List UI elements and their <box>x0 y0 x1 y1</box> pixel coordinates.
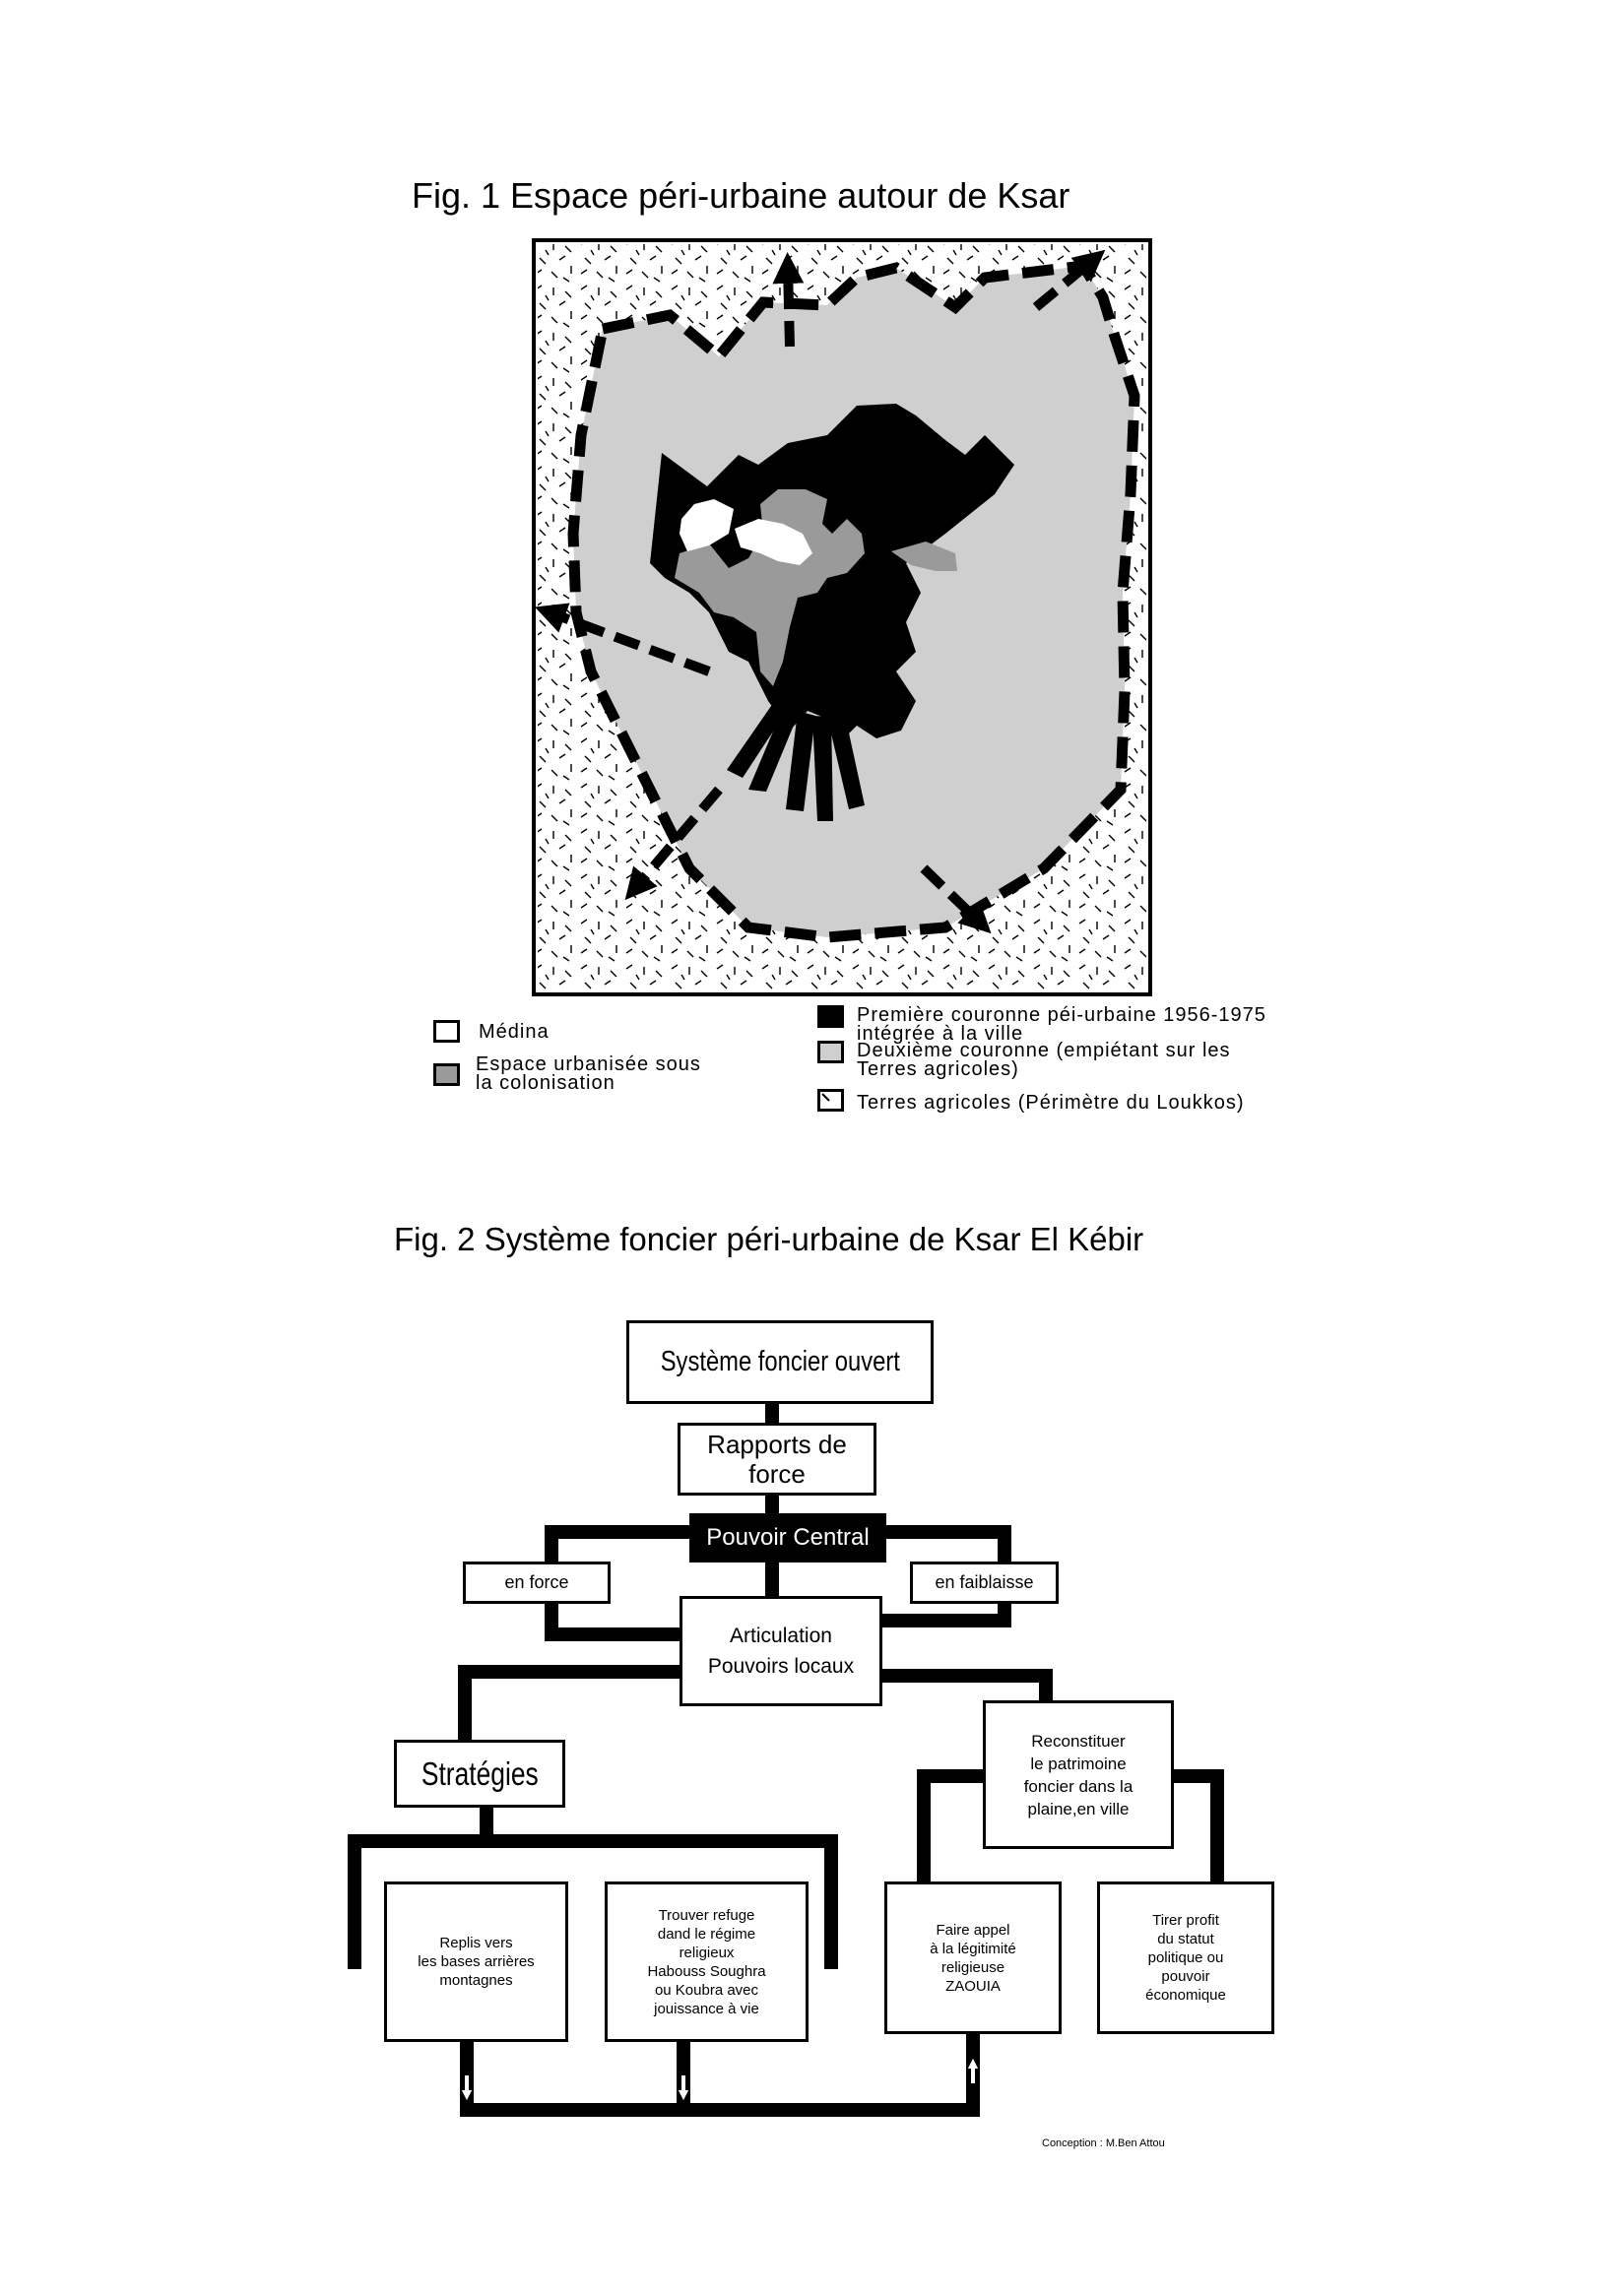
node-religious-refuge: Trouver refuge dand le régime religieux … <box>605 1881 809 2042</box>
legend-swatch-farmland <box>817 1089 844 1112</box>
colonial-area <box>675 489 865 686</box>
colonial-area-east <box>891 542 957 571</box>
node-rebuild-heritage: Reconstituer le patrimoine foncier dans … <box>983 1700 1174 1849</box>
node-religious-appeal: Faire appel à la légitimité religieuse Z… <box>884 1881 1062 2034</box>
legend-label-second-ring: Deuxième couronne (empiétant sur les Ter… <box>857 1040 1231 1080</box>
node-articulation: Articulation Pouvoirs locaux <box>680 1596 882 1706</box>
node-power-relations: Rapports de force <box>678 1423 876 1496</box>
expansion-boundary <box>567 260 1140 943</box>
medina-area <box>680 499 734 551</box>
legend-label-farmland: Terres agricoles (Périmètre du Loukkos) <box>857 1092 1245 1114</box>
node-mountain-retreat: Replis vers les bases arrières montagnes <box>384 1881 568 2042</box>
conception-credit: Conception : M.Ben Attou <box>1042 2137 1165 2149</box>
legend-label-colonial: Espace urbanisée sous la colonisation <box>476 1053 701 1094</box>
node-in-force: en force <box>463 1562 611 1604</box>
radial-spikes <box>727 696 865 821</box>
node-political-profit: Tirer profit du statut politique ou pouv… <box>1097 1881 1274 2034</box>
node-in-weakness: en faiblaisse <box>910 1562 1059 1604</box>
legend-swatch-second-ring <box>817 1041 844 1063</box>
node-open-system: Système foncier ouvert <box>626 1320 934 1404</box>
farmland-dash-icon <box>821 1093 830 1102</box>
expansion-arrows <box>534 249 1106 934</box>
fig2-title: Fig. 2 Système foncier péri-urbaine de K… <box>394 1221 1144 1257</box>
legend-swatch-medina <box>433 1020 460 1043</box>
legend-label-first-ring: Première couronne péi-urbaine 1956-1975 … <box>857 1004 1266 1045</box>
legend-label-medina: Médina <box>479 1021 550 1043</box>
peri-urban-map <box>532 238 1152 996</box>
node-strategies: Stratégies <box>394 1740 565 1808</box>
medina-area-east <box>735 519 812 565</box>
legend-swatch-first-ring <box>817 1005 844 1028</box>
fig1-title: Fig. 1 Espace péri-urbaine autour de Ksa… <box>412 175 1070 216</box>
legend-swatch-colonial <box>433 1063 460 1086</box>
node-central-power: Pouvoir Central <box>689 1513 886 1563</box>
